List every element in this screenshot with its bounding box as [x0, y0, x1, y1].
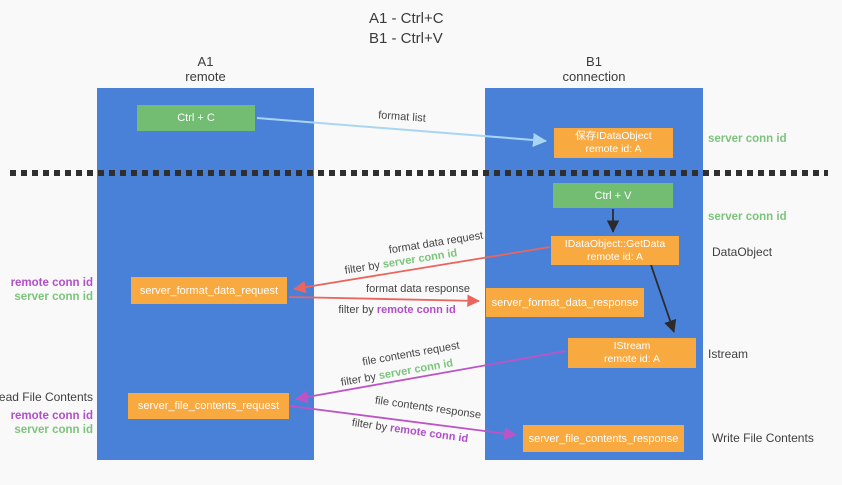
server-conn-id-label: server conn id [14, 424, 93, 436]
format-request-label: server_format_data_request [139, 284, 279, 297]
format-request-box: server_format_data_request [131, 277, 287, 304]
remote-conn-id-label: remote conn id [10, 277, 93, 289]
filter-by-prefix: filter by [339, 370, 380, 389]
ctrl-c-box: Ctrl + C [137, 105, 255, 131]
file-response-label: server_file_contents_response [528, 432, 679, 445]
title-line-1: A1 - Ctrl+C [369, 10, 444, 27]
ctrl-c-label: Ctrl + C [177, 112, 215, 124]
getdata-line2: remote id: A [586, 250, 644, 263]
diagram-title: A1 - Ctrl+C B1 - Ctrl+V [369, 9, 444, 49]
getdata-box: IDataObject::GetData remote id: A [551, 236, 679, 265]
lifeline-header-a1: A1 remote [97, 54, 314, 84]
read-file-contents-label: Read File Contents [0, 390, 93, 404]
server-conn-id-label: server conn id [14, 291, 93, 303]
file-request-box: server_file_contents_request [128, 393, 289, 419]
format-response-label: server_format_data_response [491, 296, 639, 309]
dotted-separator [10, 170, 828, 176]
file-request-label: server_file_contents_request [137, 400, 280, 412]
save-dataobject-line2: remote id: A [585, 143, 642, 155]
format-data-response-label: format data response [366, 283, 470, 295]
save-dataobject-box: 保存IDataObject remote id: A [554, 128, 673, 158]
dataobject-label: DataObject [712, 245, 773, 259]
file-response-box: server_file_contents_response [523, 425, 684, 452]
save-dataobject-line1: 保存IDataObject [575, 130, 652, 142]
getdata-line1: IDataObject::GetData [564, 237, 666, 250]
lifeline-header-b1: B1 connection [485, 54, 703, 84]
format-response-box: server_format_data_response [486, 288, 644, 317]
lifeline-a1-subtitle: remote [185, 69, 226, 84]
remote-conn-id-key: remote conn id [376, 304, 456, 316]
istream-side-label: Istream [708, 347, 749, 361]
file-contents-response-filter-label: filter by remote conn id [351, 417, 469, 445]
format-data-response-filter-label: filter by remote conn id [338, 304, 455, 316]
istream-box: IStream remote id: A [568, 338, 696, 368]
remote-conn-id-key: remote conn id [389, 422, 469, 446]
left-conn-id-group-2: Read File Contents remote conn id server… [0, 390, 93, 437]
server-conn-id-mid-label: server conn id [708, 211, 787, 223]
filter-by-prefix: filter by [343, 258, 384, 277]
write-file-contents-label: Write File Contents [712, 431, 814, 445]
remote-conn-id-label: remote conn id [10, 410, 93, 422]
ctrl-v-label: Ctrl + V [594, 189, 632, 202]
file-contents-response-label: file contents response [374, 394, 482, 422]
server-conn-id-top-label: server conn id [708, 133, 787, 145]
format-list-label: format list [377, 109, 427, 125]
istream-line1: IStream [613, 340, 651, 352]
left-conn-id-group-1: remote conn id server conn id [11, 276, 93, 304]
lifeline-b1-name: B1 [586, 54, 602, 69]
filter-by-prefix: filter by [351, 416, 391, 435]
title-line-2: B1 - Ctrl+V [369, 30, 443, 47]
filter-by-prefix: filter by [338, 304, 377, 316]
lifeline-b1-subtitle: connection [562, 69, 626, 84]
arrow-format-data-response [288, 294, 480, 308]
lifeline-a1-name: A1 [197, 54, 214, 69]
ctrl-v-box: Ctrl + V [553, 183, 673, 208]
istream-line2: remote id: A [603, 353, 661, 365]
